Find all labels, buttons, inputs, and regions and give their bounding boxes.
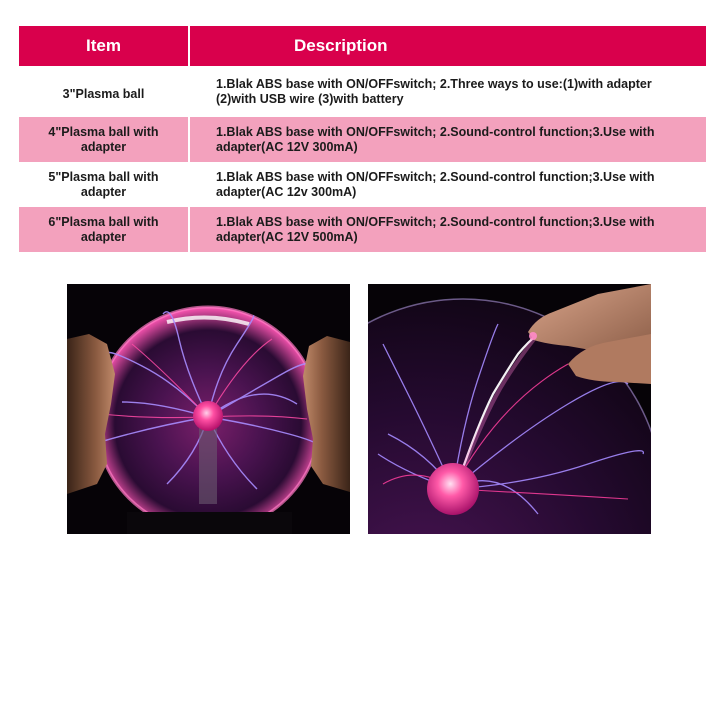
plasma-ball-hands-photo: [67, 284, 350, 534]
header-item: Item: [19, 26, 190, 66]
touch-arc: [456, 333, 539, 483]
table-row: 5"Plasma ball with adapter 1.Blak ABS ba…: [19, 162, 706, 207]
left-hand: [67, 334, 115, 494]
plasma-core: [427, 463, 479, 515]
spec-table: Item Description 3"Plasma ball 1.Blak AB…: [19, 26, 706, 252]
right-hand: [303, 336, 350, 492]
description-cell: 1.Blak ABS base with ON/OFFswitch; 2.Sou…: [190, 117, 706, 162]
header-description: Description: [190, 26, 706, 66]
item-cell: 3"Plasma ball: [19, 66, 190, 117]
description-cell: 1.Blak ABS base with ON/OFFswitch; 2.Thr…: [216, 76, 652, 106]
table-row: 6"Plasma ball with adapter 1.Blak ABS ba…: [19, 207, 706, 252]
description-cell: 1.Blak ABS base with ON/OFFswitch; 2.Sou…: [190, 207, 706, 252]
second-finger: [568, 334, 651, 384]
table-header-row: Item Description: [19, 26, 706, 66]
plasma-ball-finger-image: [368, 284, 651, 534]
table-row: 4"Plasma ball with adapter 1.Blak ABS ba…: [19, 117, 706, 162]
table-row: 3"Plasma ball 1.Blak ABS base with ON/OF…: [19, 66, 706, 117]
item-cell: 6"Plasma ball with adapter: [19, 207, 190, 252]
description-cell: 1.Blak ABS base with ON/OFFswitch; 2.Sou…: [216, 169, 655, 199]
item-cell: 4"Plasma ball with adapter: [19, 117, 190, 162]
plasma-ball-finger-touch-photo: [368, 284, 651, 534]
plasma-ball-hands-image: [67, 284, 350, 534]
item-cell: 5"Plasma ball with adapter: [19, 162, 190, 207]
finger: [528, 284, 651, 354]
plasma-core: [193, 401, 223, 431]
